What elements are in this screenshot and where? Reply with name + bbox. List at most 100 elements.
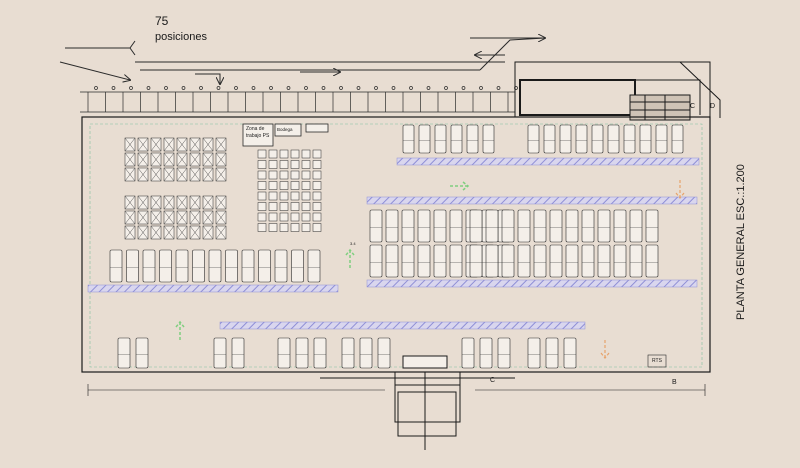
parking-bollard bbox=[129, 86, 133, 90]
parking-bollard bbox=[444, 86, 448, 90]
rack-brace bbox=[189, 225, 201, 240]
flow-arrow bbox=[450, 181, 470, 191]
rack-brace bbox=[189, 167, 201, 182]
storage-cell bbox=[268, 181, 278, 190]
tank bbox=[433, 209, 447, 243]
hatched-aisle bbox=[87, 284, 339, 293]
parking-bollard bbox=[304, 86, 308, 90]
rack-brace bbox=[150, 225, 162, 240]
bay-mark: 3.4 bbox=[350, 241, 356, 246]
tank bbox=[575, 124, 588, 154]
tank bbox=[581, 209, 595, 243]
rack-brace bbox=[215, 167, 227, 182]
storage-cell bbox=[301, 202, 311, 211]
storage-cell bbox=[290, 170, 300, 180]
tank bbox=[449, 209, 463, 243]
storage-cell bbox=[301, 212, 311, 222]
tank bbox=[613, 244, 627, 278]
storage-cell bbox=[312, 202, 322, 211]
storage-cell bbox=[312, 191, 322, 201]
hatched-aisle bbox=[366, 279, 698, 288]
tank bbox=[545, 337, 559, 369]
parking-bollard bbox=[321, 86, 326, 90]
rts-room bbox=[647, 354, 667, 368]
tank bbox=[313, 337, 327, 369]
axis-c-bottom: C bbox=[490, 377, 495, 384]
flow-arrow bbox=[175, 320, 185, 340]
rack-brace bbox=[124, 195, 136, 210]
storage-cell bbox=[279, 202, 289, 211]
tank bbox=[533, 209, 547, 243]
parking-bollard bbox=[409, 86, 413, 90]
tank bbox=[613, 209, 627, 243]
rack-brace bbox=[202, 225, 214, 240]
storage-cell bbox=[268, 160, 278, 169]
storage-cell bbox=[257, 160, 267, 169]
tank bbox=[359, 337, 373, 369]
rack-brace bbox=[163, 152, 175, 167]
tank bbox=[469, 209, 483, 243]
rack-brace bbox=[215, 152, 227, 167]
tank bbox=[401, 244, 415, 278]
tank bbox=[517, 209, 531, 243]
tank bbox=[385, 209, 399, 243]
storage-cell bbox=[268, 191, 278, 201]
storage-cell bbox=[257, 191, 267, 201]
rack-brace bbox=[176, 210, 188, 225]
tank bbox=[449, 244, 463, 278]
tank bbox=[385, 244, 399, 278]
parking-bollard bbox=[111, 86, 116, 90]
rack-brace bbox=[202, 137, 214, 152]
storage-cell bbox=[257, 223, 267, 232]
tank bbox=[135, 337, 149, 369]
rack-brace bbox=[124, 137, 136, 152]
hatched-aisles bbox=[87, 157, 700, 330]
storage-cell bbox=[268, 223, 278, 232]
parking-bollard bbox=[269, 86, 273, 90]
parking-bollard bbox=[374, 86, 378, 90]
tank bbox=[434, 124, 447, 154]
rack-brace bbox=[150, 167, 162, 182]
tank bbox=[497, 337, 511, 369]
storage-cell bbox=[257, 170, 267, 180]
rack-brace bbox=[163, 167, 175, 182]
rack-brace bbox=[202, 152, 214, 167]
tank bbox=[501, 209, 515, 243]
loading-bay bbox=[320, 355, 515, 450]
tank bbox=[565, 209, 579, 243]
tank bbox=[175, 249, 189, 283]
parking-bollard bbox=[146, 86, 151, 90]
storage-cell bbox=[301, 149, 311, 159]
rack-brace bbox=[189, 195, 201, 210]
dock-room-label: Bodega bbox=[277, 127, 293, 132]
rack-brace bbox=[150, 152, 162, 167]
storage-cell bbox=[301, 223, 311, 232]
tank bbox=[527, 124, 540, 154]
building-outline bbox=[81, 116, 711, 373]
tank bbox=[241, 249, 255, 283]
parking-bollard bbox=[479, 86, 483, 90]
storage-cell bbox=[279, 223, 289, 232]
storage-cell bbox=[290, 212, 300, 222]
parking-bollard bbox=[234, 86, 238, 90]
tank bbox=[581, 244, 595, 278]
tank bbox=[623, 124, 636, 154]
storage-cell bbox=[268, 202, 278, 211]
tank bbox=[401, 209, 415, 243]
rack-brace bbox=[176, 167, 188, 182]
rack-brace bbox=[215, 195, 227, 210]
tank bbox=[369, 209, 383, 243]
tank bbox=[629, 244, 643, 278]
rack-brace bbox=[124, 167, 136, 182]
tank bbox=[213, 337, 227, 369]
tank bbox=[543, 124, 556, 154]
tank bbox=[231, 337, 245, 369]
tank bbox=[597, 209, 611, 243]
rack-brace bbox=[150, 210, 162, 225]
bottom-dimension-lines bbox=[87, 384, 706, 396]
tank bbox=[159, 249, 172, 283]
parking-stalls bbox=[80, 86, 518, 113]
tank bbox=[671, 124, 684, 154]
rack-brace bbox=[176, 195, 188, 210]
flow-arrows bbox=[175, 180, 685, 359]
